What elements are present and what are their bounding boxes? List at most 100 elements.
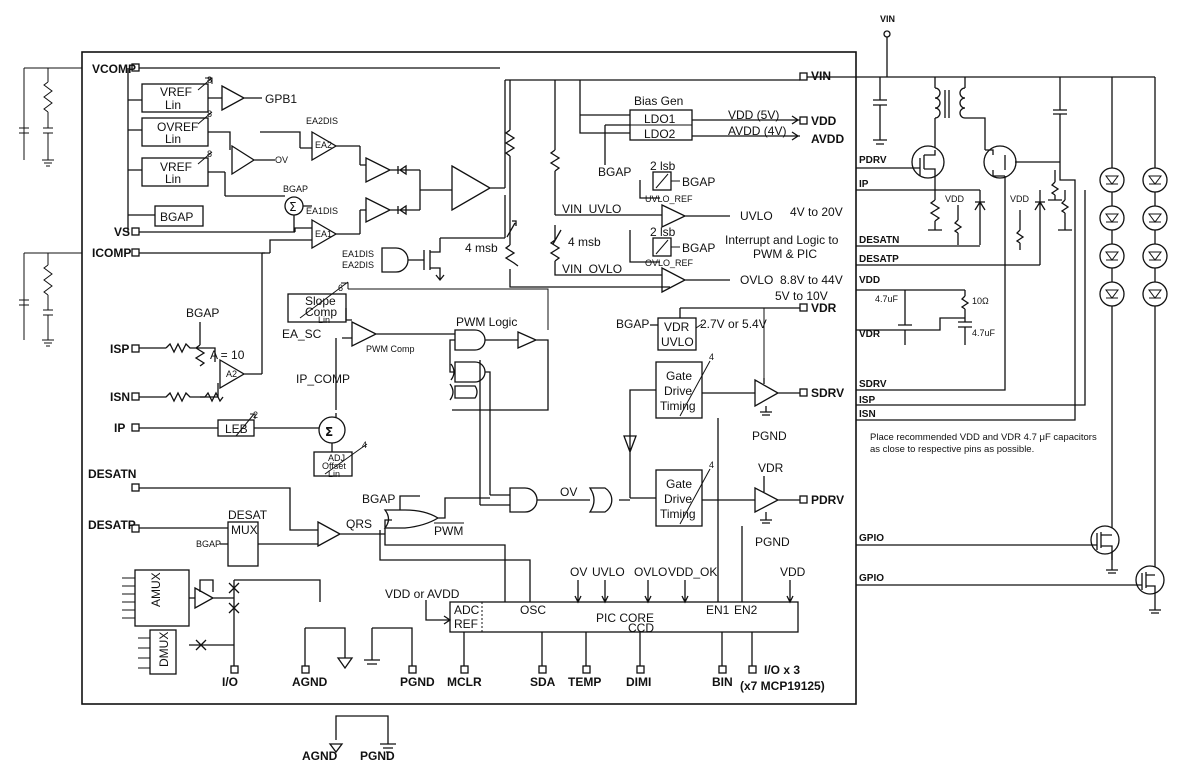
svg-text:4.7uF: 4.7uF (875, 294, 899, 304)
avdd-label: AVDD (811, 132, 844, 146)
svg-text:4 msb: 4 msb (465, 241, 498, 255)
svg-text:5V to 10V: 5V to 10V (775, 289, 828, 303)
svg-text:BGAP: BGAP (598, 165, 631, 179)
svg-text:VIN: VIN (880, 14, 895, 24)
svg-text:OVLO_REF: OVLO_REF (645, 258, 694, 268)
svg-text:PWM Logic: PWM Logic (456, 315, 517, 329)
svg-text:I/O x 3: I/O x 3 (764, 663, 800, 677)
icomp-external-network (19, 252, 82, 347)
svg-text:UVLO: UVLO (661, 335, 694, 349)
svg-text:8.8V to 44V: 8.8V to 44V (780, 273, 843, 287)
svg-text:4: 4 (362, 440, 367, 450)
svg-text:VREF: VREF (160, 160, 192, 174)
svg-text:UVLO_REF: UVLO_REF (645, 194, 693, 204)
vcomp-external-network (19, 67, 82, 167)
sda-pin (538, 665, 547, 674)
vref-lin-box-1 (141, 83, 209, 113)
svg-text:8: 8 (207, 149, 212, 159)
svg-text:BGAP: BGAP (682, 241, 715, 255)
svg-text:VDD_OK: VDD_OK (668, 565, 717, 579)
svg-text:EA2DIS: EA2DIS (306, 116, 338, 126)
vin-bias-section: 4 msb 4 msb VIN_UVLO VIN_OVLO Bias Gen L… (465, 79, 843, 303)
vs-label: VS (114, 225, 130, 239)
svg-text:BIN: BIN (712, 675, 733, 689)
ip-label: IP (114, 421, 125, 435)
svg-text:A = 10: A = 10 (210, 348, 245, 362)
svg-text:VDD or AVDD: VDD or AVDD (385, 587, 460, 601)
svg-text:I/O: I/O (222, 675, 238, 689)
svg-text:TEMP: TEMP (568, 675, 601, 689)
vdr-uvlo-box (657, 317, 697, 351)
note-line-2: as close to respective pins as possible. (870, 444, 1034, 455)
svg-text:VDD (5V): VDD (5V) (728, 108, 779, 122)
svg-text:EA1DIS: EA1DIS (306, 206, 338, 216)
svg-text:UVLO: UVLO (592, 565, 625, 579)
svg-text:Interrupt and Logic to: Interrupt and Logic to (725, 233, 839, 247)
svg-text:VREF: VREF (160, 85, 192, 99)
temp-pin (582, 665, 591, 674)
gpio-fets: GPIO GPIO (856, 525, 1165, 614)
svg-text:OVLO: OVLO (634, 565, 667, 579)
svg-text:VIN_OVLO: VIN_OVLO (562, 262, 622, 276)
svg-text:LDO2: LDO2 (644, 127, 676, 141)
io-pin (230, 665, 239, 674)
svg-text:4 msb: 4 msb (568, 235, 601, 249)
secondary-fet (983, 145, 1017, 179)
svg-text:PGND: PGND (755, 535, 790, 549)
sdrv-pin (799, 388, 808, 397)
vin-pin (799, 72, 808, 81)
svg-text:ISN: ISN (859, 409, 876, 420)
svg-text:2: 2 (253, 410, 258, 420)
svg-text:QRS: QRS (346, 517, 372, 531)
svg-text:LEB: LEB (225, 422, 248, 436)
svg-text:AVDD (4V): AVDD (4V) (728, 124, 786, 138)
svg-text:4.7uF: 4.7uF (972, 328, 996, 338)
vdr-pin (799, 303, 808, 312)
mclr-pin (460, 665, 469, 674)
svg-text:EA1DIS: EA1DIS (342, 249, 374, 259)
note-line-1: Place recommended VDD and VDR 4.7 μF cap… (870, 432, 1097, 443)
vcomp-label: VCOMP (92, 62, 136, 76)
svg-text:GPIO: GPIO (859, 573, 884, 584)
svg-text:SDA: SDA (530, 675, 556, 689)
svg-text:UVLO: UVLO (740, 209, 773, 223)
svg-text:Lin: Lin (165, 132, 181, 146)
pdrv-label: PDRV (811, 493, 844, 507)
svg-text:EA1: EA1 (315, 229, 332, 239)
isn-label: ISN (110, 390, 130, 404)
sdrv-label: SDRV (811, 386, 844, 400)
pwm-section: Slope Comp Lin 6 EA_SC PWM Comp PWM Logi… (282, 281, 549, 495)
svg-text:IP_COMP: IP_COMP (296, 372, 350, 386)
desatn-pin (131, 483, 140, 492)
svg-text:BGAP: BGAP (283, 184, 308, 194)
bottom-pins: I/O AGND PGND MCLR SDA TEMP DIMI BIN I/O… (222, 627, 825, 693)
mux-section: AMUX DMUX (122, 569, 321, 675)
desatn-label: DESATN (88, 467, 136, 481)
svg-text:PGND: PGND (400, 675, 435, 689)
svg-text:EA2: EA2 (315, 140, 332, 150)
svg-text:2 lsb: 2 lsb (650, 159, 676, 173)
svg-text:VDR: VDR (758, 461, 784, 475)
svg-text:Lin: Lin (165, 98, 181, 112)
svg-text:4: 4 (709, 352, 714, 362)
desat-section: DESAT MUX BGAP QRS BGAP (139, 487, 531, 602)
pic-core-box (449, 601, 799, 633)
svg-text:PGND: PGND (752, 429, 787, 443)
icomp-pin (131, 248, 140, 257)
svg-text:4V to 20V: 4V to 20V (790, 205, 843, 219)
svg-text:DESATP: DESATP (859, 254, 899, 265)
svg-text:2 lsb: 2 lsb (650, 225, 676, 239)
vdr-uvlo-section: BGAP VDR UVLO 2.7V or 5.4V (616, 307, 800, 378)
io-x3-pin (748, 665, 757, 674)
svg-text:Drive: Drive (664, 492, 692, 506)
svg-text:LDO1: LDO1 (644, 112, 676, 126)
svg-text:PGND: PGND (360, 749, 395, 763)
vdd-pin (799, 116, 808, 125)
external-power-stage: VIN VDD VDD 4.7uF 10Ω 4.7uF (807, 14, 1156, 580)
svg-text:VDR: VDR (664, 320, 690, 334)
bgap-box (154, 205, 204, 227)
svg-text:MCLR: MCLR (447, 675, 482, 689)
svg-text:VIN_UVLO: VIN_UVLO (562, 202, 621, 216)
agnd-pin (301, 665, 310, 674)
